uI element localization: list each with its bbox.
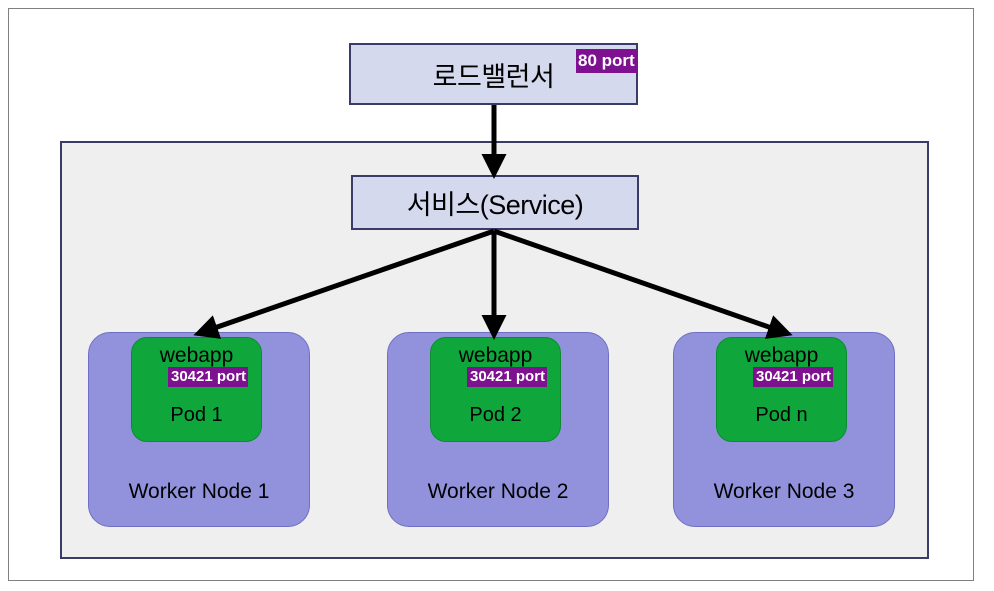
pod-2-app-label: webapp xyxy=(458,344,533,367)
page-frame xyxy=(8,8,974,581)
pod-3-name-label: Pod n xyxy=(755,404,808,426)
pod-1-port-badge: 30421 port xyxy=(168,367,249,387)
worker-node-2-label: Worker Node 2 xyxy=(427,480,569,503)
pod-1[interactable]: webapp Pod 1 xyxy=(131,337,262,442)
worker-node-1-label: Worker Node 1 xyxy=(128,480,270,503)
pod-2-port-badge: 30421 port xyxy=(467,367,548,387)
service-label: 서비스(Service) xyxy=(406,190,584,220)
pod-2-name-label: Pod 2 xyxy=(469,404,522,426)
pod-1-name-label: Pod 1 xyxy=(170,404,223,426)
load-balancer-label: 로드밸런서 xyxy=(432,61,555,92)
pod-3-app-label: webapp xyxy=(744,344,819,367)
pod-2[interactable]: webapp Pod 2 xyxy=(430,337,561,442)
service-box[interactable]: 서비스(Service) xyxy=(351,175,639,230)
pod-3[interactable]: webapp Pod n xyxy=(716,337,847,442)
pod-3-port-badge: 30421 port xyxy=(753,367,834,387)
pod-1-app-label: webapp xyxy=(159,344,234,367)
load-balancer-port-badge: 80 port xyxy=(576,49,637,73)
worker-node-3-label: Worker Node 3 xyxy=(713,480,855,503)
